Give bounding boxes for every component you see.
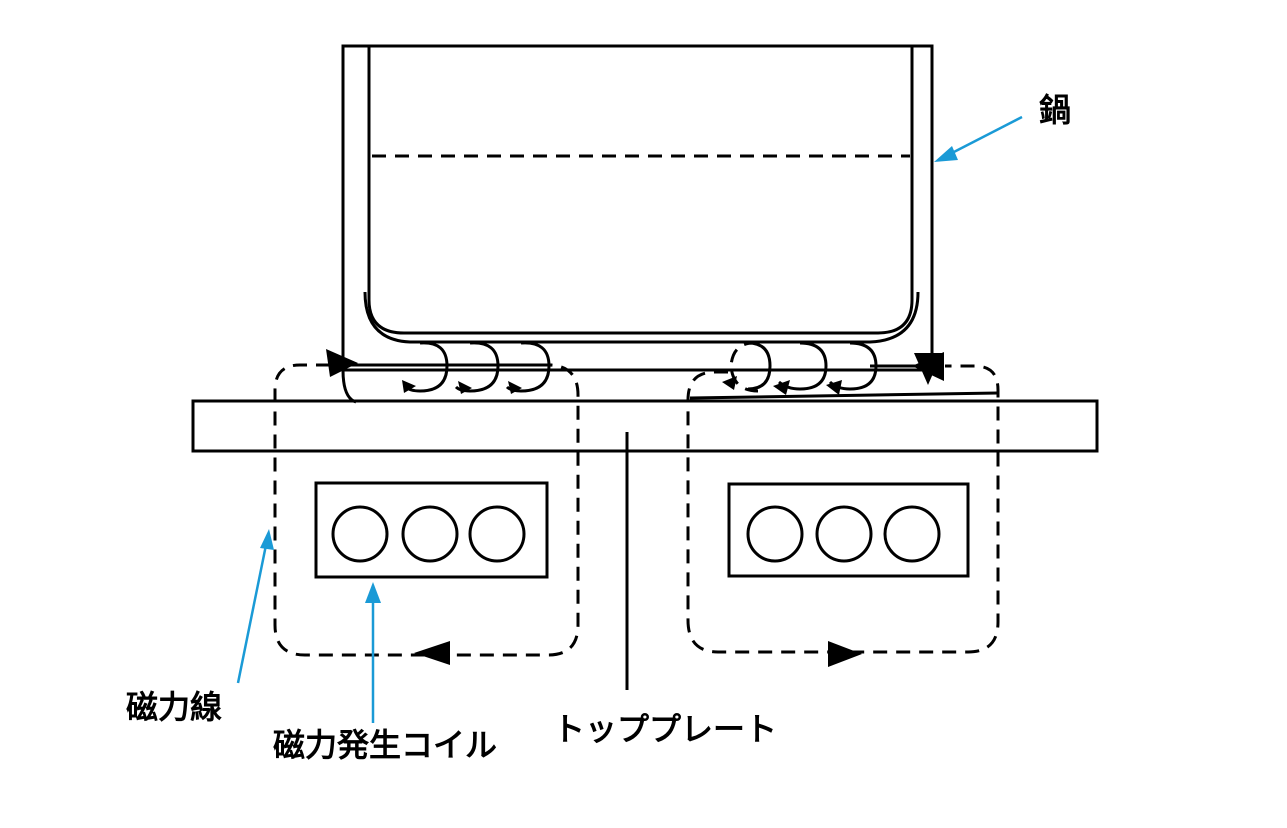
eddy-current-arrow-icon <box>458 381 472 394</box>
left-flux-arrow-top-icon <box>326 349 358 377</box>
left-flux-loop <box>273 349 580 665</box>
right-eddy-currents <box>722 341 878 395</box>
pot-leader <box>934 115 1023 162</box>
pot-inner-bottom-curve <box>363 291 920 344</box>
flux-leader-line <box>236 544 268 684</box>
pot-inner-wall <box>367 46 914 335</box>
right-coil-turn-2 <box>815 505 873 563</box>
eddy-current-arrow-icon <box>773 380 790 395</box>
right-coil <box>727 482 970 578</box>
coil-label: 磁力発生コイル <box>273 726 497 764</box>
right-flux-path <box>686 364 1000 654</box>
right-coil-turn-3 <box>883 505 941 563</box>
right-coil-turn-1 <box>746 505 804 563</box>
coil-leader <box>365 582 381 723</box>
left-coil-turn-3 <box>468 505 526 563</box>
coil-leader-arrow-icon <box>365 582 381 603</box>
right-flux-loop <box>686 352 1000 667</box>
eddy-current-arrow-icon <box>722 376 737 390</box>
left-flux-arrow-bottom-icon <box>414 641 450 665</box>
eddy-current-arrow-icon <box>826 380 842 395</box>
eddy-current-icon <box>778 341 828 391</box>
left-eddy-currents <box>402 341 551 394</box>
flux-leader-arrow-icon <box>260 529 274 550</box>
eddy-current-icon <box>404 341 449 393</box>
right-flux-arrow-pot-icon <box>914 353 942 385</box>
pot-leader-arrow-icon <box>934 146 958 162</box>
flux-leader <box>236 529 274 684</box>
pot-label: 鍋 <box>1039 91 1071 129</box>
top-plate-label: トッププレート <box>553 710 777 748</box>
eddy-current-icon <box>729 341 759 393</box>
left-coil-turn-1 <box>331 505 389 563</box>
right-flux-arrow-bottom-icon <box>828 641 862 667</box>
top-plate <box>191 399 1099 453</box>
pot-outer-wall <box>341 44 934 372</box>
eddy-current-arrow-icon <box>402 380 416 393</box>
left-flux-path <box>273 363 580 657</box>
eddy-current-icon <box>747 341 772 391</box>
magnetic-flux-label: 磁力線 <box>126 688 222 726</box>
right-coil-housing <box>727 482 970 578</box>
left-coil-turn-2 <box>401 505 459 563</box>
pot-leader-line <box>949 115 1023 156</box>
left-coil <box>314 481 549 579</box>
left-coil-housing <box>314 481 549 579</box>
eddy-current-arrow-icon <box>508 381 522 394</box>
left-flux-to-plate <box>341 369 357 404</box>
right-flux-to-plate <box>689 391 999 400</box>
pot <box>341 44 934 372</box>
